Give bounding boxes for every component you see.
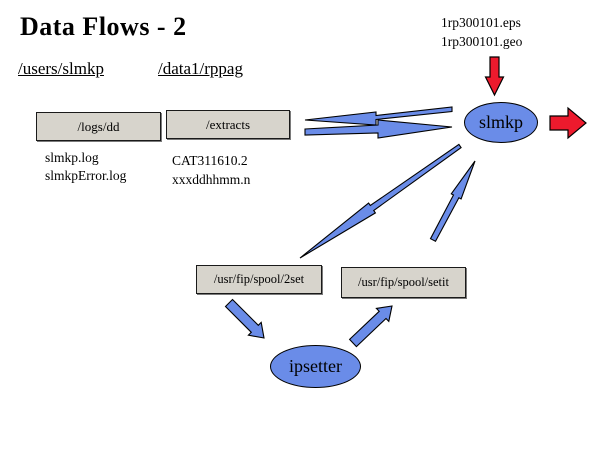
file-name-slmkp-log: slmkp.log: [45, 150, 99, 165]
input-file-geo: 1rp300101.geo: [441, 34, 523, 49]
folder-box-extracts: /extracts: [166, 110, 290, 139]
arrow-ipsetter-to-setit: [348, 305, 393, 348]
folder-label: /usr/fip/spool/setit: [358, 275, 449, 289]
input-file-eps: 1rp300101.eps: [441, 15, 521, 30]
folder-label: /logs/dd: [77, 118, 120, 134]
process-node-slmkp: slmkp: [464, 102, 538, 143]
file-name-xxxddhhmm: xxxddhhmm.n: [172, 172, 251, 187]
extracts-file-list: CAT311610.2 xxxddhhmm.n: [172, 151, 250, 189]
arrow-slmkp-output: [549, 106, 587, 140]
folder-label: /extracts: [205, 116, 251, 132]
folder-box-spool-setit: /usr/fip/spool/setit: [341, 267, 466, 298]
folder-box-logs-dd: /logs/dd: [36, 112, 161, 141]
dir-header-users-slmkp: /users/slmkp: [18, 59, 104, 78]
file-name-cat: CAT311610.2: [172, 153, 248, 168]
logs-file-list: slmkp.log slmkpError.log: [45, 149, 126, 185]
folder-label: /usr/fip/spool/2set: [213, 272, 305, 286]
arrow-input-files-to-slmkp: [484, 56, 505, 97]
folder-box-spool-2set: /usr/fip/spool/2set: [196, 265, 322, 294]
arrow-setit-to-slmkp: [429, 160, 476, 243]
arrow-extracts-to-slmkp: [304, 119, 453, 139]
process-node-ipsetter: ipsetter: [270, 345, 361, 388]
dir-header-data1-rppag: /data1/rppag: [158, 59, 243, 78]
page-title: Data Flows - 2: [20, 12, 187, 41]
arrow-slmkp-to-logs: [304, 106, 453, 126]
input-file-names: 1rp300101.eps 1rp300101.geo: [441, 13, 522, 51]
file-name-slmkp-error-log: slmkpError.log: [45, 168, 127, 183]
process-label: ipsetter: [289, 356, 342, 376]
process-label: slmkp: [478, 112, 523, 132]
arrow-2set-to-ipsetter: [224, 298, 265, 339]
arrow-slmkp-to-2set: [299, 143, 462, 259]
